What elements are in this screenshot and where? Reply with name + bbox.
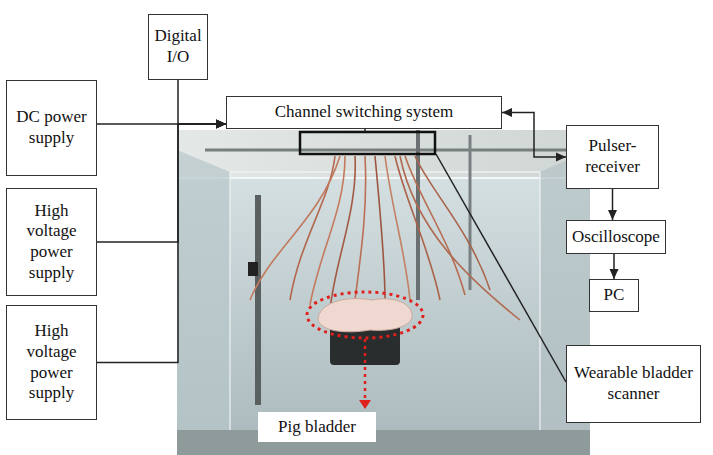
pc-box: PC [589, 279, 639, 312]
specimen-label: Pig bladder [258, 412, 376, 442]
node-label: Pulser-receiver [571, 136, 654, 177]
photo-background [177, 130, 590, 455]
pointer-arrow [364, 339, 367, 400]
leader-line [436, 154, 566, 382]
connector-arrow [608, 189, 617, 220]
wire-bundle [250, 156, 520, 320]
node-label: High voltage power supply [11, 201, 92, 284]
switching-box: Channel switching system [226, 96, 502, 129]
node-label: Digital I/O [153, 26, 203, 67]
tank-side-wall [177, 150, 230, 455]
connector-arrow [178, 80, 226, 129]
tank-edge [230, 171, 540, 173]
tank-floor [177, 430, 590, 455]
node-label: High voltage power supply [11, 321, 92, 404]
feed-line [364, 129, 366, 132]
node-label: Wearable bladder scanner [571, 363, 696, 404]
pig-bladder [318, 299, 412, 332]
highlight-ellipse [307, 292, 423, 338]
scanner-frame [300, 132, 435, 154]
frame-rod [205, 149, 570, 152]
scanner-box: Wearable bladder scanner [566, 345, 701, 423]
connector-arrow [610, 254, 619, 279]
power-supply-box: High voltage power supply [6, 188, 97, 296]
oscilloscope-box: Oscilloscope [566, 220, 666, 254]
holder-rod [255, 195, 261, 405]
holder-rod [416, 130, 420, 300]
tank-edge [229, 172, 230, 440]
water-surface [177, 177, 590, 179]
power-supply-box: High voltage power supply [6, 305, 97, 420]
power-supply-box: DC power supply [6, 80, 97, 176]
node-label: PC [604, 285, 625, 306]
node-label: Oscilloscope [572, 227, 660, 248]
connector-arrow [502, 108, 566, 162]
node-label: DC power supply [11, 107, 92, 148]
pulser-box: Pulser-receiver [566, 125, 659, 189]
pointer-arrowhead [359, 400, 371, 409]
rod-clamp [248, 262, 258, 276]
connector-arrow [97, 120, 226, 243]
node-label: Channel switching system [275, 102, 453, 123]
connector-arrow [97, 120, 226, 363]
io-box: Digital I/O [148, 14, 208, 80]
tank-edge [539, 172, 540, 440]
